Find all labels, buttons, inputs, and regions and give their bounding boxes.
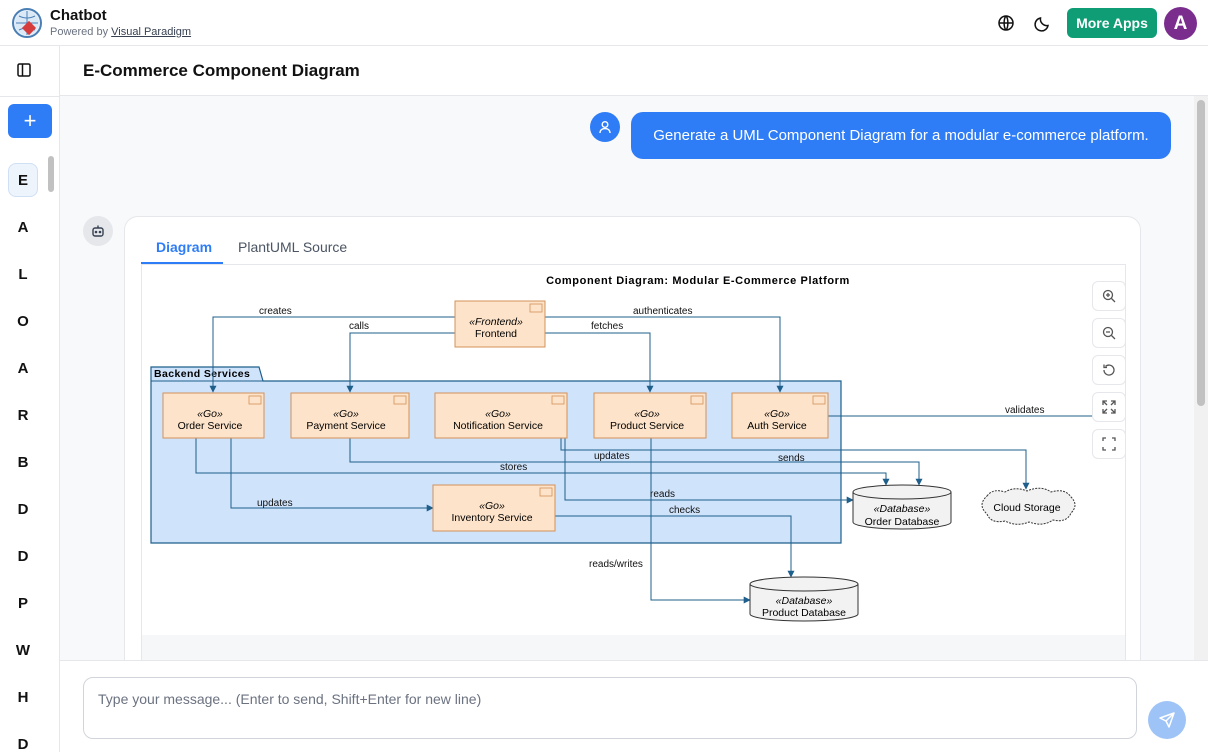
send-icon [1159,712,1175,728]
sidebar-item[interactable]: R [17,406,29,424]
diagram-title: Component Diagram: Modular E-Commerce Pl… [546,275,850,287]
svg-text:«Frontend»: «Frontend» [469,316,523,328]
bot-response-card: Diagram PlantUML Source Component Diagra… [124,216,1141,676]
sidebar-item[interactable]: W [15,641,31,659]
fullscreen-icon [1102,437,1116,451]
zoom-in-button[interactable] [1092,281,1126,311]
label-updates-inventory: updates [257,498,293,509]
sidebar-item[interactable]: D [17,500,29,518]
user-message-bubble: Generate a UML Component Diagram for a m… [631,112,1171,159]
label-calls: calls [349,321,369,332]
order-service-component: «Go» Order Service [162,392,265,439]
reset-zoom-button[interactable] [1092,355,1126,385]
zoom-out-icon [1102,326,1116,340]
moon-icon[interactable] [1033,13,1053,33]
globe-icon[interactable] [996,13,1016,33]
label-stores: stores [500,462,527,473]
sidebar-item[interactable]: P [17,594,28,612]
component-diagram: Component Diagram: Modular E-Commerce Pl… [142,265,1125,675]
message-input-area [60,660,1208,752]
notification-service-component: «Go» Notification Service [434,392,568,439]
svg-text:«Go»: «Go» [479,500,505,512]
diagram-connectors [195,316,1125,604]
fullscreen-button[interactable] [1092,429,1126,459]
svg-text:«Go»: «Go» [634,408,660,420]
svg-text:Product Service: Product Service [610,420,684,432]
app-title: Chatbot [50,7,107,24]
product-service-component: «Go» Product Service [593,392,707,439]
diagram-canvas[interactable]: Component Diagram: Modular E-Commerce Pl… [141,265,1126,675]
order-database: «Database» Order Database [852,484,952,530]
sidebar-item[interactable]: A [17,218,29,236]
svg-text:«Go»: «Go» [764,408,790,420]
label-validates: validates [1005,405,1044,416]
svg-text:Order Service: Order Service [178,420,243,432]
svg-text:«Go»: «Go» [333,408,359,420]
active-tab-indicator [141,262,223,264]
bot-avatar [83,216,113,246]
sidebar-item[interactable]: H [17,688,29,706]
tab-plantuml-source[interactable]: PlantUML Source [238,239,348,255]
svg-text:Inventory Service: Inventory Service [451,512,532,524]
visual-paradigm-link[interactable]: Visual Paradigm [111,26,192,38]
package-label: Backend Services [154,368,250,380]
chat-scrollbar-thumb[interactable] [1197,100,1205,406]
sidebar-divider [0,96,60,97]
page-title-bar: E-Commerce Component Diagram [60,46,1208,96]
sidebar-item[interactable]: B [17,453,29,471]
product-database: «Database» Product Database [749,576,859,622]
sidebar-scrollbar[interactable] [48,156,54,192]
sidebar-item[interactable]: D [17,547,29,565]
label-reads: reads [650,489,675,500]
label-checks: checks [669,505,700,516]
user-avatar[interactable]: A [1164,7,1197,40]
tab-divider [141,264,1126,265]
frontend-component: «Frontend» Frontend [454,300,546,348]
visual-paradigm-logo [12,8,42,38]
svg-text:Cloud Storage: Cloud Storage [993,502,1060,514]
top-header: Chatbot Powered by Visual Paradigm More … [0,0,1208,46]
sidebar-item[interactable]: A [17,359,29,377]
svg-text:Auth Service: Auth Service [747,420,807,432]
svg-text:Order Database: Order Database [865,516,940,528]
svg-text:Frontend: Frontend [475,328,517,340]
label-fetches: fetches [591,321,623,332]
more-apps-button[interactable]: More Apps [1067,8,1157,38]
payment-service-component: «Go» Payment Service [290,392,410,439]
label-creates: creates [259,306,292,317]
sidebar-item[interactable]: L [18,265,28,283]
label-reads-writes: reads/writes [589,559,643,570]
send-button[interactable] [1148,701,1186,739]
svg-text:«Go»: «Go» [485,408,511,420]
sidebar-item[interactable]: D [17,735,29,752]
sidebar-toggle-icon[interactable] [14,60,34,80]
svg-text:«Database»: «Database» [776,595,833,607]
powered-by: Powered by Visual Paradigm [50,26,192,38]
svg-text:Product Database: Product Database [762,607,846,619]
new-chat-button[interactable]: + [8,104,52,138]
sidebar: + E A L O A R B D D P W H D [0,46,60,752]
auth-service-component: «Go» Auth Service [731,392,829,439]
svg-text:«Go»: «Go» [197,408,223,420]
label-authenticates: authenticates [633,306,693,317]
rotate-ccw-icon [1103,364,1115,376]
user-message-avatar [590,112,620,142]
expand-arrows-icon [1102,400,1116,414]
svg-text:Payment Service: Payment Service [306,420,386,432]
message-input[interactable] [83,677,1137,739]
zoom-in-icon [1102,289,1116,303]
fit-screen-button[interactable] [1092,392,1126,422]
sidebar-item[interactable]: E [8,163,38,197]
svg-text:«Database»: «Database» [874,503,931,515]
sidebar-item[interactable]: O [17,312,29,330]
zoom-out-button[interactable] [1092,318,1126,348]
inventory-service-component: «Go» Inventory Service [432,484,556,532]
page-title: E-Commerce Component Diagram [83,61,360,80]
tab-diagram[interactable]: Diagram [156,239,213,255]
cloud-storage: Cloud Storage [981,487,1076,525]
label-updates-payment: updates [594,451,630,462]
svg-text:Notification Service: Notification Service [453,420,543,432]
label-sends: sends [778,453,805,464]
